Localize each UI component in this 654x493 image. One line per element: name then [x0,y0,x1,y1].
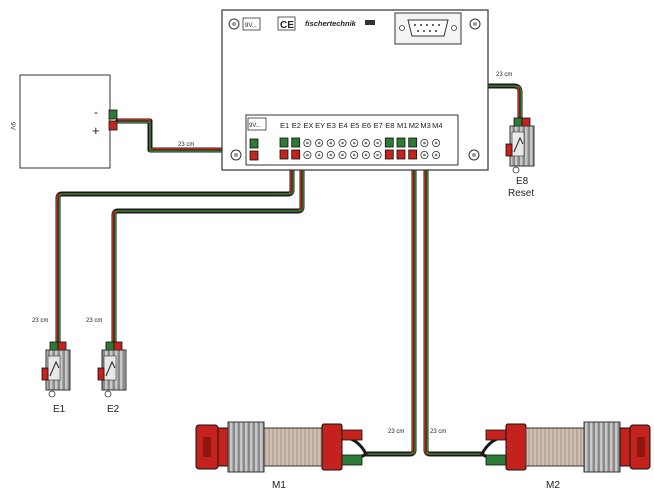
terminal-socket-hole [364,141,368,145]
terminal-socket-hole [434,141,438,145]
terminal-label-e4: E4 [339,121,348,130]
terminal-label-e5: E5 [350,121,359,130]
terminal-label-ey: EY [315,121,325,130]
terminal-plug-m1-green [396,137,406,148]
switch-button [41,367,49,381]
switch-e2-label: E2 [107,404,120,415]
battery-voltage-label: 9V [9,122,16,131]
battery-plus-label: + [92,123,100,138]
screw-icon-center [232,22,236,26]
m1-cable [363,155,417,457]
terminal-label-e1: E1 [280,121,289,130]
power-jack [242,17,261,31]
terminal-plug-e1-green [279,137,289,148]
terminal-socket-hole [341,153,344,157]
terminal-socket-hole [306,153,309,157]
terminal-socket-hole [341,141,344,145]
switch-e8-label: E8 [516,176,529,187]
brand-mark [365,20,375,25]
terminal-socket-hole [352,153,356,157]
terminal-label-e8: E8 [385,121,394,130]
terminal-plug-e2-green [291,137,301,148]
switch-e1-label: E1 [53,404,66,415]
terminal-socket-hole [352,141,356,145]
power-socket-minus [249,138,259,149]
e1-cable [55,155,295,348]
ce-mark-box [277,16,296,31]
motor-m2 [485,421,651,473]
m2-plug-red [485,429,507,441]
terminal-plug-m1-red [396,149,406,160]
terminal-socket-hole [423,141,426,145]
ce-mark: CE [280,20,294,31]
terminal-socket-hole [376,153,379,157]
m1-plug-red [341,429,363,441]
terminal-label-ex: EX [303,121,313,130]
terminal-plug-e2-red [291,149,301,160]
brand-logo: fischertechnik [305,19,357,28]
terminal-socket-hole [317,141,321,145]
switch-button [505,143,513,157]
motor-m2-label: M2 [546,480,560,491]
m2-cable-length: 23 cm [430,429,446,435]
terminal-label-m3: M3 [420,121,430,130]
terminal-label-m4: M4 [432,121,442,130]
power-socket-plus [249,150,259,161]
power-cable-length: 23 cm [178,142,194,148]
terminal-plug-e1-red [279,149,289,160]
terminal-label-e3: E3 [327,121,336,130]
battery: 9V - + [9,74,118,169]
terminal-plug-e8-green [384,137,394,148]
switch-e8-sublabel: Reset [508,188,534,199]
terminal-plug-m2-red [408,149,418,160]
terminal-sockets [279,137,441,160]
terminal-plug-e8-red [384,149,394,160]
terminal-voltage-label: 9V... [249,123,261,129]
terminal-label-e6: E6 [362,121,371,130]
switch-e2 [97,341,127,398]
e1-cable-length: 23 cm [32,318,48,324]
terminal-label-m2: M2 [409,121,419,130]
battery-minus-label: - [94,105,98,119]
terminal-socket-hole [306,141,309,145]
m2-cable [423,155,485,457]
e2-cable [111,155,305,348]
power-jack-label: 9V... [245,23,257,29]
terminal-plug-m2-green [408,137,418,148]
serial-connector-icon [407,19,449,37]
terminal-label-m1: M1 [397,121,407,130]
switch-button [97,367,105,381]
e8-cable-length: 23 cm [496,72,512,78]
terminal-socket-hole [329,153,333,157]
motor-m1-label: M1 [272,480,286,491]
terminal-socket-hole [434,153,438,157]
terminal-label-e7: E7 [374,121,383,130]
terminal-socket-hole [376,141,379,145]
m2-plug-green [485,454,507,466]
switch-e8 [505,117,535,174]
switch-e1 [41,341,71,398]
terminal-label-e2: E2 [292,121,301,130]
terminal-socket-hole [329,141,333,145]
motor-m1 [195,421,363,473]
m1-cable-length: 23 cm [388,429,404,435]
e2-cable-length: 23 cm [86,318,102,324]
terminal-socket-hole [317,153,321,157]
battery-minus-terminal [108,109,118,120]
battery-plus-terminal [108,120,118,131]
terminal-socket-hole [423,153,426,157]
terminal-socket-hole [364,153,368,157]
m1-plug-green [341,454,363,466]
